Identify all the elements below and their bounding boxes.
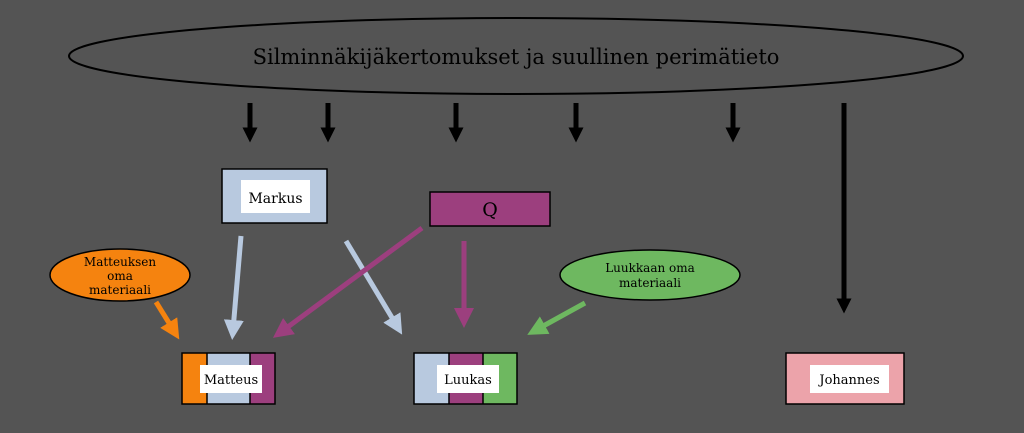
- johannes-label: Johannes: [817, 373, 879, 388]
- luukas-label-bg: [437, 365, 499, 393]
- matteus-own-material-line-1: Matteuksen: [84, 255, 156, 269]
- luukas-own-material-line-2: materiaali: [619, 276, 681, 290]
- source-arrows: [153, 225, 587, 340]
- markus-label: Markus: [248, 191, 302, 207]
- arrow-markus-to-luukas: [343, 239, 403, 335]
- oral-tradition-label: Silminnäkijäkertomukset ja suullinen per…: [253, 45, 780, 69]
- arrow-matteus-own-to-matteus: [153, 300, 180, 340]
- matteus-own-material-node: Matteuksen oma materiaali: [49, 248, 191, 302]
- markus-label-bg: [241, 180, 310, 213]
- luukas-border: [413, 352, 518, 405]
- oral-tradition-arrows: [242, 103, 852, 314]
- q-node: Q: [429, 191, 551, 227]
- q-label: Q: [482, 199, 498, 221]
- arrow-q-to-matteus: [272, 225, 424, 338]
- matteus-own-material-line-3: materiaali: [89, 283, 151, 297]
- markus-node: Markus: [221, 168, 328, 224]
- matteus-label-bg: [200, 365, 262, 393]
- luukas-own-material-node: Luukkaan oma materiaali: [559, 249, 741, 301]
- q-box: [429, 191, 551, 227]
- johannes-node: Johannes: [785, 352, 905, 405]
- oral-tradition-node: Silminnäkijäkertomukset ja suullinen per…: [68, 17, 964, 95]
- matteus-border: [181, 352, 276, 405]
- luukas-own-material-line-1: Luukkaan oma: [605, 261, 695, 275]
- luukas-node: Luukas: [413, 352, 518, 405]
- johannes-label-bg: [810, 365, 889, 393]
- arrow-markus-to-matteus: [223, 235, 244, 340]
- matteus-label: Matteus: [204, 373, 258, 388]
- matteus-node: Matteus: [181, 352, 276, 405]
- arrow-luukas-own-to-luukas: [527, 300, 587, 335]
- matteus-own-material-line-2: oma: [107, 269, 133, 283]
- luukas-label: Luukas: [444, 373, 492, 388]
